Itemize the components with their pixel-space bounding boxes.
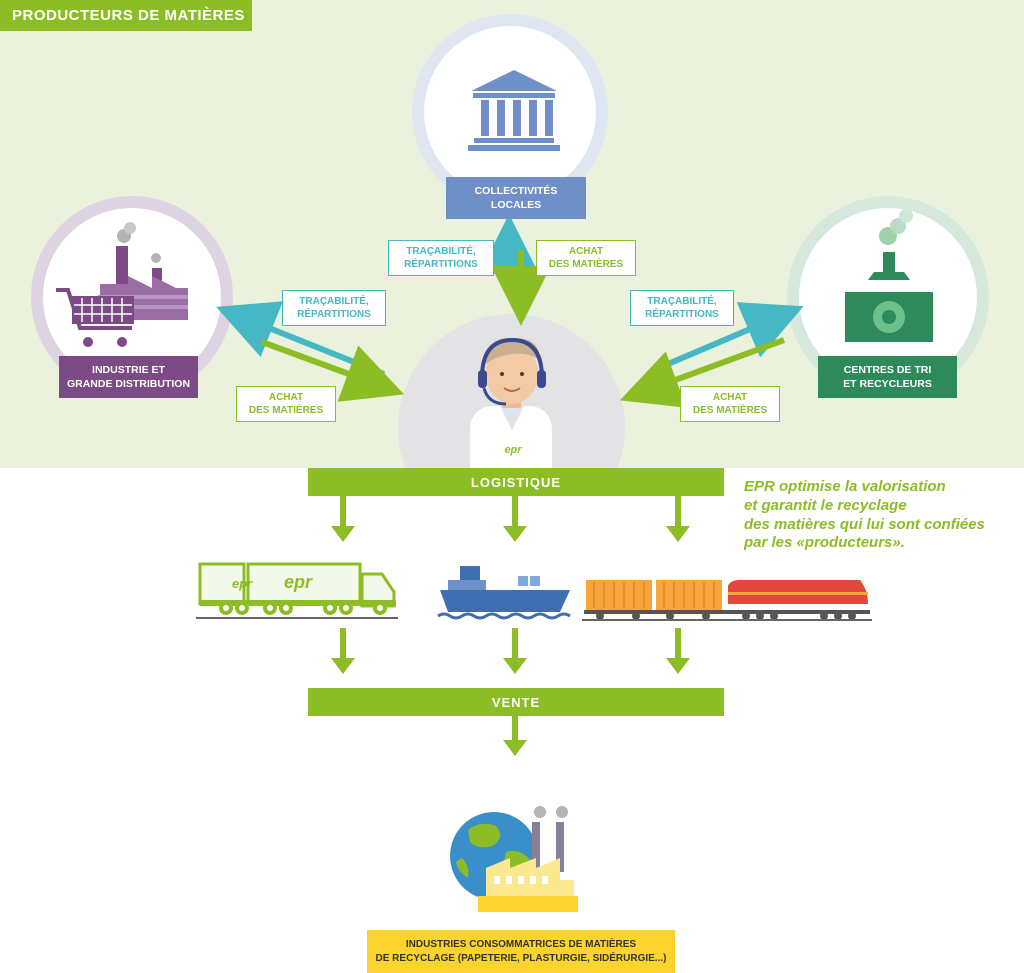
industrie-label-line1: INDUSTRIE ET (92, 363, 165, 376)
callout-text: TRAÇABILITÉ, (406, 246, 476, 257)
collectivites-label-line2: LOCALES (490, 199, 542, 211)
note-line: et garantit le recyclage (744, 496, 907, 514)
centres-label-line2: ET RECYCLEURS (843, 378, 932, 390)
consumers-label-line2: DE RECYCLAGE (PAPETERIE, PLASTURGIE, SID… (375, 952, 667, 964)
recycling-plant-icon (845, 209, 933, 342)
callout-achat-left: ACHAT DES MATIÈRES (236, 386, 336, 422)
callout-tracabilite-top: TRAÇABILITÉ, RÉPARTITIONS (388, 240, 494, 276)
callout-text: TRAÇABILITÉ, (299, 296, 369, 307)
building-icon (468, 70, 560, 151)
callout-text: TRAÇABILITÉ, (647, 296, 717, 307)
centres-label-line1: CENTRES DE TRI (843, 363, 932, 376)
callout-achat-top: ACHAT DES MATIÈRES (536, 240, 636, 276)
callout-text: RÉPARTITIONS (297, 309, 371, 320)
callout-text: RÉPARTITIONS (404, 259, 478, 270)
collectivites-ring-inner (424, 26, 596, 198)
callout-text: ACHAT (268, 392, 304, 403)
globe-factory-icon (450, 806, 578, 912)
callout-tracabilite-right: TRAÇABILITÉ, RÉPARTITIONS (630, 290, 734, 326)
industrie-label: INDUSTRIE ET GRANDE DISTRIBUTION (59, 356, 198, 398)
note-line: EPR optimise la valorisation (744, 478, 946, 495)
truck-epr-logo-1: epr (232, 576, 253, 591)
ship-icon (437, 566, 571, 620)
callout-text: ACHAT (568, 246, 604, 257)
section-title: PRODUCTEURS DE MATIÈRES (0, 0, 252, 31)
callout-achat-right: ACHAT DES MATIÈRES (680, 386, 780, 422)
note-line: par les «producteurs». (744, 534, 905, 552)
note-line: des matières qui lui sont confiées (744, 515, 985, 533)
logistique-bar: LOGISTIQUE (308, 468, 724, 496)
truck-epr-logo-2: epr (284, 572, 313, 592)
collectivites-label-line1: COLLECTIVITÉS (474, 184, 558, 197)
collectivites-label: COLLECTIVITÉS LOCALES (446, 177, 586, 219)
callout-tracabilite-left: TRAÇABILITÉ, RÉPARTITIONS (282, 290, 386, 326)
industrie-label-line2: GRANDE DISTRIBUTION (66, 378, 191, 390)
centres-label: CENTRES DE TRI ET RECYCLEURS (818, 356, 957, 398)
callout-text: RÉPARTITIONS (645, 309, 719, 320)
train-icon (582, 580, 872, 621)
flow-arrowheads (331, 526, 690, 756)
consumers-label-line1: INDUSTRIES CONSOMMATRICES DE MATIÈRES (405, 939, 637, 950)
truck-icon (196, 562, 398, 619)
callout-text: DES MATIÈRES (248, 405, 324, 416)
epr-logo: epr (504, 444, 522, 456)
operator-icon (470, 337, 552, 468)
callout-text: ACHAT (712, 392, 748, 403)
callout-text: DES MATIÈRES (692, 405, 768, 416)
consumers-label: INDUSTRIES CONSOMMATRICES DE MATIÈRES DE… (367, 930, 675, 973)
vente-bar: VENTE (308, 688, 724, 716)
epr-note: EPR optimise la valorisation et garantit… (744, 478, 1014, 553)
factory-cart-icon (56, 222, 188, 347)
callout-text: DES MATIÈRES (548, 259, 624, 270)
